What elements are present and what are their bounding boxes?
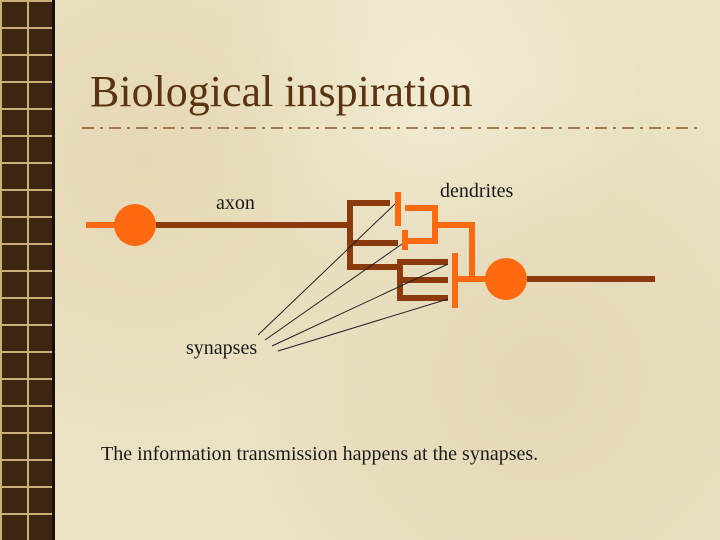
pointer-line bbox=[277, 298, 449, 352]
axon-label: axon bbox=[216, 192, 255, 214]
pointer-line bbox=[271, 263, 449, 347]
strip-edge bbox=[52, 0, 55, 540]
pointer-line bbox=[257, 203, 396, 336]
pointer-line bbox=[264, 243, 403, 341]
slide-title: Biological inspiration bbox=[90, 67, 473, 116]
decorative-left-strip bbox=[0, 0, 54, 540]
title-dash-dot-rule bbox=[82, 127, 700, 129]
synapse-pointer-lines bbox=[257, 203, 449, 352]
synapses-label: synapses bbox=[186, 337, 258, 359]
dendrites-label: dendrites bbox=[440, 180, 514, 202]
dendrite-upper bbox=[405, 205, 438, 244]
slide-caption: The information transmission happens at … bbox=[101, 443, 539, 465]
left-soma bbox=[114, 204, 156, 246]
right-soma bbox=[485, 258, 527, 300]
axon-terminal-branch bbox=[347, 200, 398, 270]
